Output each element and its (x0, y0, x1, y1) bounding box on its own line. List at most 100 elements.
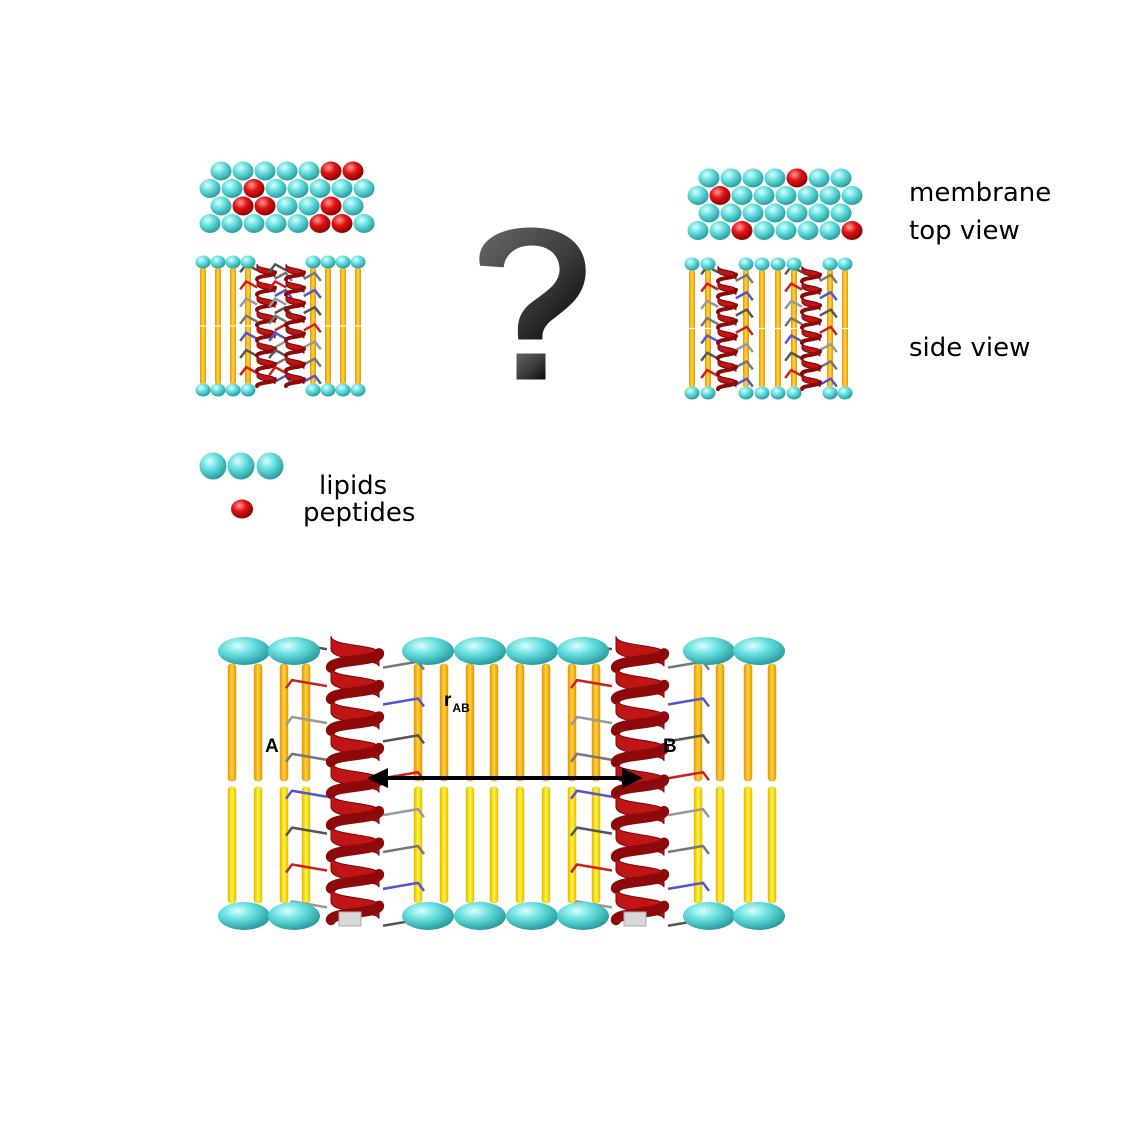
side-chain (303, 288, 322, 299)
side-chain (819, 273, 838, 284)
side-chain (667, 697, 710, 708)
lipid-head (770, 257, 786, 271)
lipid-head (830, 168, 852, 188)
helix-back-segment (284, 316, 306, 327)
helix-back-segment (716, 364, 738, 376)
lipid-tail-upper (743, 663, 753, 782)
lipid-tail-upper (253, 663, 263, 782)
side-chain (268, 280, 287, 291)
side-chain (303, 323, 322, 334)
lipid-head (720, 168, 742, 188)
lipid-head (819, 221, 841, 240)
side-chain (239, 297, 258, 308)
lipid-head (276, 196, 298, 216)
lipid-head-lower (557, 902, 609, 930)
lipid-head (225, 383, 241, 397)
lipid-head (687, 186, 709, 205)
lipid-head (837, 386, 853, 400)
lipid-head (687, 221, 709, 240)
lipid-tail-lower (767, 786, 777, 904)
helix-terminus (338, 911, 362, 927)
lipid-head (195, 383, 211, 397)
lipid-head-lower (268, 902, 320, 930)
lipid-head (822, 257, 838, 271)
side-chain (268, 314, 287, 325)
helix-back-segment (325, 679, 385, 705)
helix-back-segment (255, 316, 277, 327)
lipid-head (709, 221, 731, 240)
helix-back-segment (716, 318, 738, 330)
side-chain (285, 752, 328, 763)
lipid-head (276, 161, 298, 181)
lipid-head (700, 386, 716, 400)
lipid-tail-lower (301, 786, 311, 904)
side-chain (285, 789, 328, 800)
lipid-head (287, 179, 309, 198)
helix-back-segment (800, 364, 822, 376)
side-chain (667, 844, 710, 855)
side-chain (735, 360, 754, 371)
lipid-tail-lower (279, 786, 289, 904)
lipid-head (210, 383, 226, 397)
peptide-head (342, 161, 364, 181)
side-chain (268, 365, 287, 376)
peptide-head (232, 196, 254, 216)
side-chain (570, 715, 613, 726)
peptide-head (731, 221, 753, 240)
lipid-head (309, 179, 331, 198)
lipid-head (753, 221, 775, 240)
helix-back-segment (610, 869, 670, 894)
helix-back-segment (800, 349, 822, 361)
lipid-head (210, 161, 232, 181)
lipid-head (770, 386, 786, 400)
lipid-head (254, 161, 276, 181)
lipid-head (700, 257, 716, 271)
side-view-clustered (195, 255, 366, 397)
helix-back-segment (716, 333, 738, 345)
helix-back-segment (716, 287, 738, 299)
lipid-tail-lower (541, 786, 551, 904)
helix-back-segment (610, 774, 670, 799)
lipid-head (265, 214, 287, 233)
helix-back-segment (716, 272, 738, 284)
lipid-head (684, 386, 700, 400)
lipid-head (320, 383, 336, 397)
lipid-tail-lower (253, 786, 263, 904)
lipid-tail-lower (439, 786, 449, 904)
side-chain (570, 678, 613, 689)
peptide-b-label: B (663, 736, 677, 757)
lipid-tail-lower (567, 786, 577, 904)
lipid-head (240, 383, 256, 397)
lipid-head (265, 179, 287, 198)
side-chain (667, 881, 710, 892)
lipid-head-upper (683, 637, 735, 665)
lipid-head (698, 203, 720, 223)
helix-back-segment (255, 285, 277, 297)
peptide-head (309, 214, 331, 233)
lipid-head (305, 383, 321, 397)
lipid-head-upper (733, 637, 785, 665)
lipid-head (738, 386, 754, 400)
helix-back-segment (800, 303, 822, 315)
lipid-head (753, 186, 775, 205)
lipid-head (350, 383, 366, 397)
lipid-head (786, 203, 808, 223)
side-chain (382, 844, 425, 855)
legend (199, 452, 284, 519)
side-view-detail (218, 635, 785, 930)
lipid-head (775, 221, 797, 240)
helix-back-segment (716, 349, 738, 361)
helix-back-segment (284, 285, 306, 297)
lipid-head (837, 257, 853, 271)
lipid-head (298, 196, 320, 216)
lipid-head (738, 257, 754, 271)
helix-back-segment (800, 272, 822, 284)
side-chain (819, 377, 838, 388)
lipid-head (335, 255, 351, 269)
helix-back-segment (284, 346, 306, 358)
lipid-head (342, 196, 364, 216)
side-chain (700, 316, 719, 327)
lipid-tail-upper (693, 663, 703, 782)
lipid-head-upper (218, 637, 270, 665)
